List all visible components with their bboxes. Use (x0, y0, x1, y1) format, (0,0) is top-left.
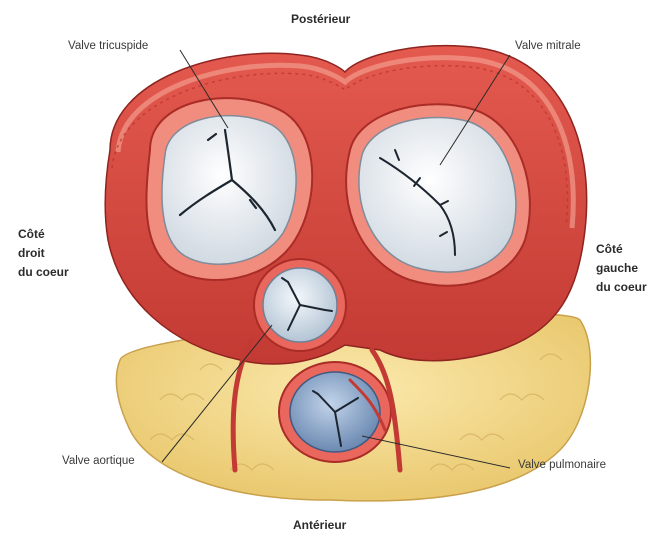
pulmonary-valve (279, 362, 391, 462)
right-side-line-1: Côté (18, 225, 69, 244)
right-side-line-2: droit (18, 244, 69, 263)
label-anterior: Antérieur (293, 518, 346, 532)
label-mitral-valve: Valve mitrale (515, 40, 581, 52)
label-left-side-of-heart: Côté gauche du coeur (596, 240, 647, 297)
label-tricuspid-valve: Valve tricuspide (68, 40, 148, 52)
label-aortic-valve: Valve aortique (62, 455, 135, 467)
left-side-line-1: Côté (596, 240, 647, 259)
left-side-line-2: gauche (596, 259, 647, 278)
label-right-side-of-heart: Côté droit du coeur (18, 225, 69, 282)
label-posterior: Postérieur (291, 12, 350, 26)
aortic-valve (254, 259, 346, 351)
left-side-line-3: du coeur (596, 278, 647, 297)
right-side-line-3: du coeur (18, 263, 69, 282)
label-pulmonary-valve: Valve pulmonaire (518, 459, 606, 471)
